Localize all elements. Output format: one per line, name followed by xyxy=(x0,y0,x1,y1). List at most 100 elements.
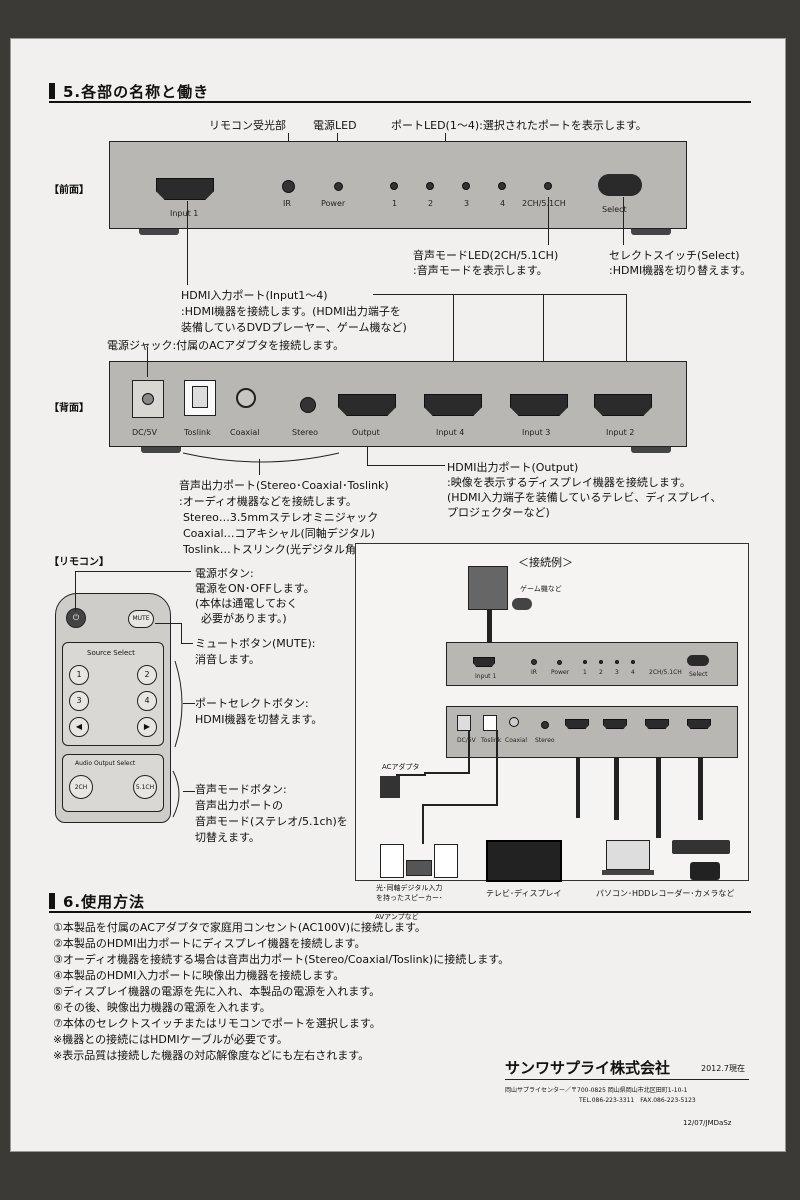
stereo-label: Stereo xyxy=(292,428,319,437)
heading-rule xyxy=(49,911,751,913)
hdmi-cable-in4 xyxy=(614,758,619,820)
audio-out-callout-2: :オーディオ機器などを接続します。 xyxy=(179,495,357,508)
remote-power-callout-1: 電源ボタン: xyxy=(195,567,254,580)
game-controller xyxy=(512,598,532,610)
mode-led xyxy=(544,182,552,190)
remote-power-callout-3: (本体は通電しておく xyxy=(195,597,298,610)
port-led-3 xyxy=(462,182,470,190)
pc-cable-join xyxy=(656,820,661,838)
toslink-cable-v xyxy=(422,804,424,844)
mini-led-3 xyxy=(615,660,619,664)
in4-leader xyxy=(453,294,454,402)
camera xyxy=(690,862,720,880)
ac-cable xyxy=(396,774,426,776)
mode-leader xyxy=(548,197,549,245)
remote-mute-callout-2: 消音します。 xyxy=(195,653,260,666)
hdmi-in-callout-1: HDMI入力ポート(Input1～4) xyxy=(181,289,328,302)
mute-leader-v xyxy=(181,623,182,643)
port-btn-bracket xyxy=(174,660,183,748)
game-console xyxy=(468,566,508,610)
remote-label: 【リモコン】 xyxy=(49,557,109,568)
audio-output-title: Audio Output Select xyxy=(75,760,136,767)
dc-label: DC/5V xyxy=(132,428,158,437)
mode-btn-bracket xyxy=(172,770,180,818)
remote-51ch-button: 5.1CH xyxy=(133,775,157,799)
hdd-recorder xyxy=(672,840,730,854)
heading-marker xyxy=(49,83,55,99)
pc-label: パソコン･HDDレコーダー･カメラなど xyxy=(596,889,735,898)
dc-cable xyxy=(468,730,470,774)
power-label: Power xyxy=(321,199,346,208)
laptop-base xyxy=(602,870,654,875)
audio-leader xyxy=(259,459,260,475)
remote-2ch-button: 2CH xyxy=(69,775,93,799)
hdmi-cable-output xyxy=(576,758,580,818)
remote-mute-callout-1: ミュートボタン(MUTE): xyxy=(195,637,316,650)
remote-right-button: ▶ xyxy=(137,717,157,737)
hdmi-out-callout-3: (HDMI入力端子を装備しているテレビ、ディスプレイ、 xyxy=(447,491,722,504)
mini-input2-port xyxy=(687,719,711,729)
remote-mode-callout-2: 音声出力ポートの xyxy=(195,799,283,812)
select-callout-2: :HDMI機器を切り替えます。 xyxy=(609,264,752,277)
hdmi-out-callout-2: :映像を表示するディスプレイ機器を接続します。 xyxy=(447,476,691,489)
mini-coaxial xyxy=(509,717,519,727)
laptop xyxy=(606,840,650,870)
remote-button-2: 2 xyxy=(137,665,157,685)
tv-label: テレビ･ディスプレイ xyxy=(486,889,562,898)
manual-page: 5.各部の名称と働き リモコン受光部 電源LED ポートLED(1～4):選択さ… xyxy=(10,38,786,1152)
remote-mode-callout-1: 音声モードボタン: xyxy=(195,783,287,796)
dc-leader xyxy=(147,347,148,377)
step-4: ④本製品のHDMI入力ポートに映像出力機器を接続します。 xyxy=(53,969,345,982)
port-led-callout: ポートLED(1～4):選択されたポートを表示します。 xyxy=(391,119,647,132)
led3-label: 3 xyxy=(464,199,470,208)
front-label: 【前面】 xyxy=(49,185,89,196)
hdmi-cable-in2 xyxy=(698,758,703,820)
mini-mode-label: 2CH/5.1CH xyxy=(649,669,682,676)
note-1: ※機器との接続にはHDMIケーブルが必要です。 xyxy=(53,1033,288,1046)
hdmi-in-callout-3: 装備しているDVDプレーヤー、ゲーム機など) xyxy=(181,321,407,334)
remote-power-callout-2: 電源をON･OFFします。 xyxy=(195,582,315,595)
led2-label: 2 xyxy=(428,199,434,208)
audio-bracket xyxy=(182,452,340,463)
dc-cable-h xyxy=(424,772,470,774)
mini-input1-port xyxy=(473,657,495,667)
remote-mode-callout-4: 切替えます。 xyxy=(195,831,260,844)
select-switch xyxy=(598,174,642,196)
remote-mode-callout-3: 音声モード(ステレオ/5.1ch)を xyxy=(195,815,348,828)
footer-rule xyxy=(505,1079,749,1080)
ir-sensor xyxy=(282,180,295,193)
step-5: ⑤ディスプレイ機器の電源を先に入れ、本製品の電源を入れます。 xyxy=(53,985,381,998)
game-label: ゲーム機など xyxy=(520,585,562,593)
back-panel: DC/5V Toslink Coaxial Stereo Output Inpu… xyxy=(109,361,687,447)
connection-example: ＜接続例＞ ゲーム機など Input 1 IR Power 1 2 3 4 2C… xyxy=(355,543,749,902)
remote-power-callout-4: 必要があります。) xyxy=(201,612,287,625)
audio-led-callout-1: 音声モードLED(2CH/5.1CH) xyxy=(413,249,559,262)
mute-leader-h2 xyxy=(181,643,193,644)
note-2: ※表示品質は接続した機器の対応解像度などにも左右されます。 xyxy=(53,1049,370,1062)
mini-power-label: Power xyxy=(551,669,570,676)
heading-marker xyxy=(49,893,55,909)
audio-output-panel: Audio Output Select 2CH 5.1CH xyxy=(62,754,164,812)
mini-dc-label: DC/5V xyxy=(457,737,476,744)
port-led-4 xyxy=(498,182,506,190)
in3-leader xyxy=(543,294,544,402)
speaker-label-3: AVアンプなど xyxy=(375,913,419,921)
step-7: ⑦本体のセレクトスイッチまたはリモコンでポートを選択します。 xyxy=(53,1017,381,1030)
mini-led-2 xyxy=(599,660,603,664)
select-callout-1: セレクトスイッチ(Select) xyxy=(609,249,740,262)
mini-back-panel: DC/5V Toslink Coaxial Stereo xyxy=(446,706,738,758)
mini-toslink-label: Toslink xyxy=(481,737,502,744)
hdmi-input4-port xyxy=(424,394,482,416)
mini-power-led xyxy=(557,660,562,665)
section6-title: 6.使用方法 xyxy=(63,893,146,911)
output-leader xyxy=(367,447,368,465)
mini-ir xyxy=(531,659,537,665)
ir-callout: リモコン受光部 xyxy=(209,119,286,132)
foot xyxy=(631,447,671,453)
mini-output-port xyxy=(565,719,589,729)
output-leader-h xyxy=(367,465,445,466)
remote-port-callout-1: ポートセレクトボタン: xyxy=(195,697,309,710)
mode-btn-leader xyxy=(183,791,195,792)
mini-input4-port xyxy=(603,719,627,729)
mode-label: 2CH/5.1CH xyxy=(522,199,566,208)
